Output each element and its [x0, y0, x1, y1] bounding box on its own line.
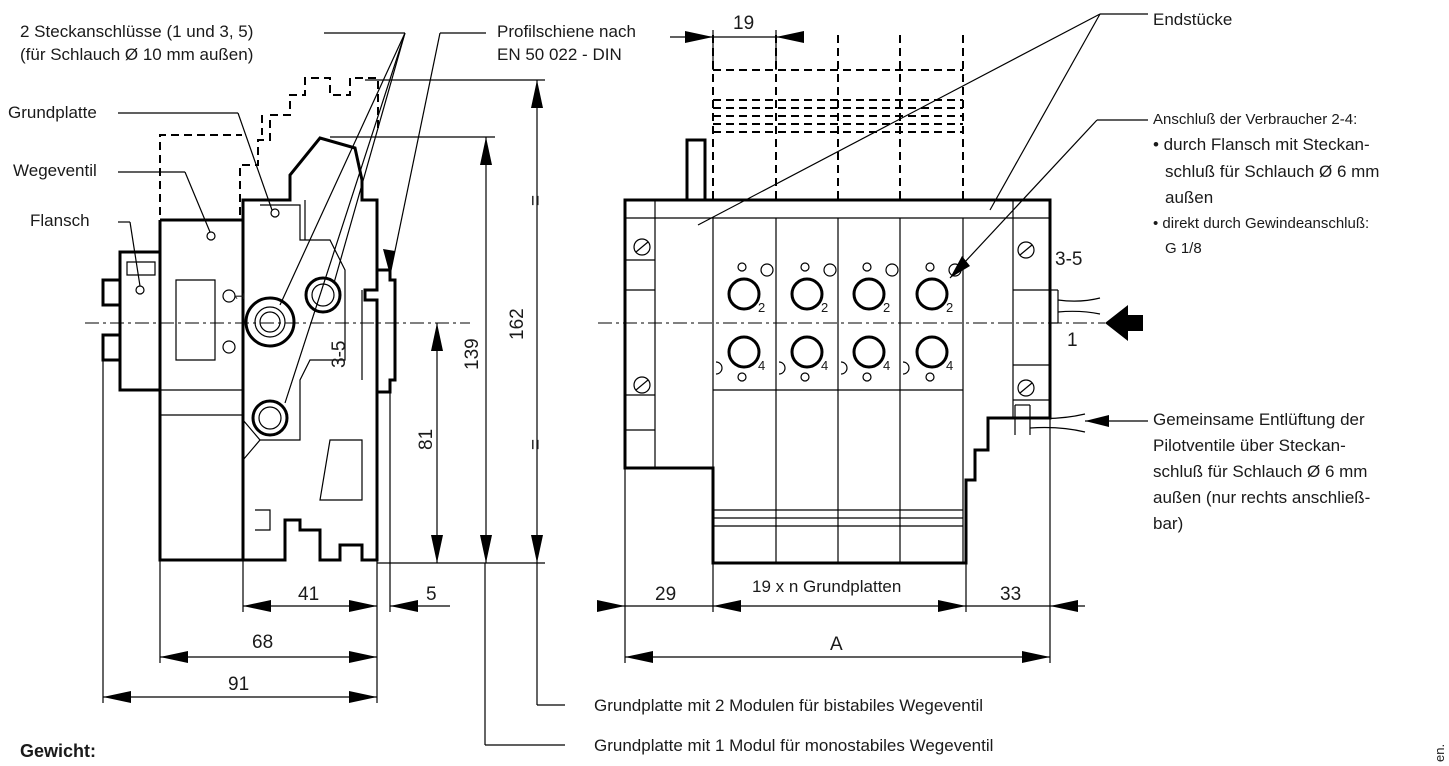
port-4-label-2: 4 [821, 358, 828, 373]
entlueftung-line-3: schluß für Schlauch Ø 6 mm [1153, 462, 1367, 481]
front-view: 2 2 2 2 4 4 4 4 3-5 1 [597, 13, 1143, 663]
port-2-label-3: 2 [883, 300, 890, 315]
equal-mark-lower: = [526, 439, 547, 450]
dim-a-label: A [830, 634, 843, 655]
dim-grundplatten-label: 19 x n Grundplatten [752, 577, 901, 596]
side-view-labels: 2 Steckanschlüsse (1 und 3, 5) (für Schl… [8, 22, 636, 404]
dim-33-label: 33 [1000, 584, 1021, 605]
entlueftung-line-4: außen (nur rechts anschließ- [1153, 488, 1370, 507]
port-35-left-label: 3-5 [329, 341, 350, 368]
dim-139-label: 139 [462, 338, 483, 370]
dim-81-label: 81 [416, 429, 437, 450]
grundplatte-label: Grundplatte [8, 103, 97, 122]
steckanschluesse-label-line2: (für Schlauch Ø 10 mm außen) [20, 45, 253, 64]
endstuecke-label: Endstücke [1153, 10, 1232, 29]
dim-162-label: 162 [507, 308, 528, 340]
port-35-right-label: 3-5 [1055, 249, 1082, 270]
equal-mark-upper: = [526, 195, 547, 206]
port-2-label-1: 2 [758, 300, 765, 315]
module-ports-row-2: 2 2 2 2 [727, 262, 962, 315]
supply-arrow-icon [1105, 305, 1143, 341]
front-view-labels: Endstücke Anschluß der Verbraucher 2-4: … [594, 10, 1379, 755]
module-ports-row-4: 4 4 4 4 [715, 335, 953, 382]
entlueftung-line-5: bar) [1153, 514, 1183, 533]
port-4-label-3: 4 [883, 358, 890, 373]
verbraucher-line-2: • durch Flansch mit Steckan- [1153, 135, 1370, 154]
port-4-label-1: 4 [758, 358, 765, 373]
verbraucher-text-block: Anschluß der Verbraucher 2-4: • durch Fl… [1153, 111, 1379, 257]
dim-5-label: 5 [426, 584, 437, 605]
dim-91-label: 91 [228, 674, 249, 695]
verbraucher-line-6: G 1/8 [1165, 240, 1202, 257]
entlueftung-line-2: Pilotventile über Steckan- [1153, 436, 1346, 455]
gewicht-label: Gewicht: [20, 741, 96, 761]
dim-29-label: 29 [655, 584, 676, 605]
dim-19-top-label: 19 [733, 13, 754, 34]
bistabil-label: Grundplatte mit 2 Modulen für bistabiles… [594, 696, 983, 715]
flansch-label: Flansch [30, 211, 90, 230]
port-2-label-2: 2 [821, 300, 828, 315]
verbraucher-line-5: • direkt durch Gewindeanschluß: [1153, 215, 1369, 232]
steckanschluesse-label-line1: 2 Steckanschlüsse (1 und 3, 5) [20, 22, 253, 41]
entlueftung-line-1: Gemeinsame Entlüftung der [1153, 410, 1365, 429]
dim-41-label: 41 [298, 584, 319, 605]
port-1-right-label: 1 [1067, 330, 1078, 351]
port-4-label-4: 4 [946, 358, 953, 373]
port-1-left-label: 1 [232, 293, 247, 300]
profilschiene-label-line2: EN 50 022 - DIN [497, 45, 622, 64]
edge-text: en. [1432, 744, 1447, 762]
verbraucher-line-1: Anschluß der Verbraucher 2-4: [1153, 111, 1357, 128]
dim-68-label: 68 [252, 632, 273, 653]
profilschiene-label-line1: Profilschiene nach [497, 22, 636, 41]
entlueftung-text-block: Gemeinsame Entlüftung der Pilotventile ü… [1153, 410, 1370, 533]
port-2-label-4: 2 [946, 300, 953, 315]
monostabil-label: Grundplatte mit 1 Modul für monostabiles… [594, 736, 993, 755]
verbraucher-line-4: außen [1165, 188, 1213, 207]
side-view: 1 3-5 162 = = 139 81 [85, 77, 565, 746]
wegeventil-label: Wegeventil [13, 161, 97, 180]
verbraucher-line-3: schluß für Schlauch Ø 6 mm [1165, 162, 1379, 181]
